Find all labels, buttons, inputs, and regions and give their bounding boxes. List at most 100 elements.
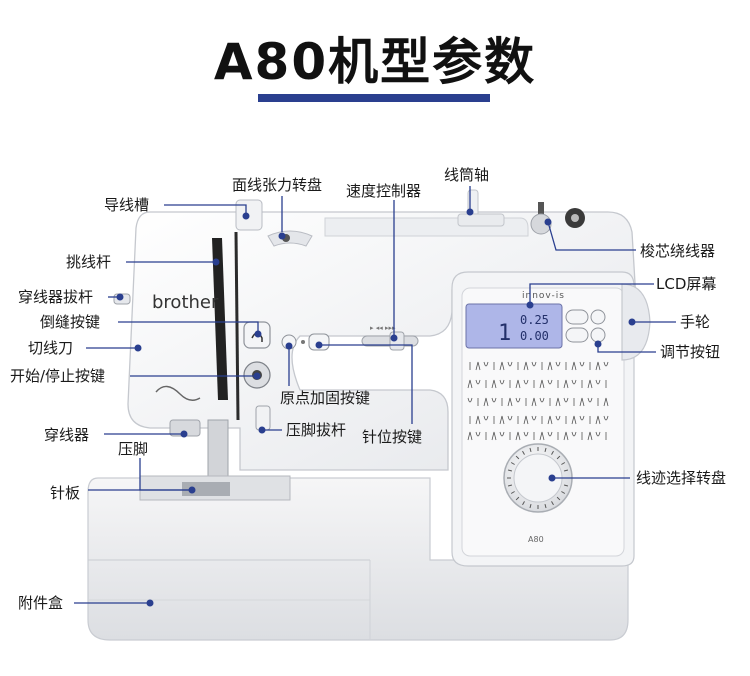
stitch-pattern-icon: [547, 415, 553, 425]
label-thread-guide-groove: 导线槽: [104, 196, 150, 214]
label-threader-lever: 穿线器拔杆: [18, 288, 94, 306]
stitch-pattern-icon: [587, 397, 593, 403]
stitch-pattern-icon: [595, 379, 601, 385]
stitch-pattern-icon: [595, 415, 601, 425]
stitch-pattern-icon: [595, 361, 601, 371]
label-stitch-selector-dial: 线迹选择转盘: [636, 469, 727, 487]
stitch-pattern-icon: [571, 379, 577, 385]
dial-tick: [507, 469, 513, 472]
stitch-pattern-icon: [539, 397, 545, 403]
dial-tick: [544, 447, 547, 453]
dial-tick: [510, 491, 515, 494]
label-thread-cutter: 切线刀: [28, 339, 74, 357]
stitch-pattern-icon: [467, 379, 473, 389]
lcd-length-value: 0.00: [520, 329, 549, 343]
dial-tick: [522, 450, 525, 455]
label-bobbin-winder: 梭芯绕线器: [640, 242, 716, 260]
stitch-pattern-icon: [507, 397, 513, 407]
label-upper-tension-dial: 面线张力转盘: [232, 176, 323, 194]
stitch-pattern-icon: [603, 415, 609, 421]
label-reinforcement-button: 原点加固按键: [280, 389, 371, 407]
stitch-pattern-icon: [523, 415, 529, 425]
stitch-pattern-icon: [579, 397, 585, 407]
stitch-pattern-icon: [499, 431, 505, 437]
stitch-pattern-icon: [595, 431, 601, 437]
label-presser-lever: 压脚拔杆: [286, 421, 347, 439]
dial-tick: [522, 501, 525, 506]
stitch-pattern-icon: [491, 379, 497, 389]
stitch-pattern-icon: [547, 379, 553, 385]
stitch-pattern-icon: [563, 379, 569, 389]
label-accessory-box: 附件盒: [18, 594, 64, 612]
stitch-pattern-icon: [499, 379, 505, 385]
panel-brand: innov-is: [522, 291, 565, 301]
dial-tick: [551, 450, 554, 455]
dial-tick: [507, 484, 513, 487]
label-reverse-button: 倒缝按键: [40, 313, 101, 331]
brand-logo: brother: [152, 292, 219, 313]
dial-tick: [529, 503, 532, 509]
stitch-pattern-icon: [523, 379, 529, 385]
dial-tick: [561, 491, 566, 494]
lcd-width-value: 0.25: [520, 313, 549, 327]
stitch-pattern-icon: [531, 397, 537, 407]
label-thread-take-up-lever: 挑线杆: [66, 253, 112, 271]
stitch-pattern-icon: [555, 361, 561, 367]
stitch-pattern-icon: [539, 379, 545, 389]
label-handwheel: 手轮: [680, 313, 711, 331]
stitch-pattern-icon: [587, 379, 593, 389]
stitch-pattern-icon: [467, 431, 473, 441]
label-lcd-screen: LCD屏幕: [656, 275, 717, 293]
stitch-pattern-icon: [587, 431, 593, 441]
stitch-pattern-icon: [579, 361, 585, 367]
label-needle-plate: 针板: [50, 484, 81, 502]
stitch-pattern-icon: [475, 361, 481, 371]
label-speed-controller: 速度控制器: [346, 182, 422, 200]
stitch-pattern-icon: [555, 397, 561, 407]
stitch-pattern-icon: [483, 415, 489, 421]
dial-tick: [556, 496, 561, 501]
stitch-pattern-icon: [491, 431, 497, 441]
label-needle-threader: 穿线器: [44, 426, 90, 444]
stitch-pattern-icon: [579, 415, 585, 421]
dial-tick: [515, 455, 520, 460]
lcd-stitch-number: 1: [498, 321, 511, 346]
stitch-pattern-icon: [475, 379, 481, 385]
stitch-pattern-icon: [475, 431, 481, 437]
stitch-pattern-icon: [523, 431, 529, 437]
stitch-pattern-icon: [563, 397, 569, 403]
stitch-pattern-icon: [507, 361, 513, 367]
stitch-pattern-icon: [515, 379, 521, 389]
stitch-pattern-icon: [515, 397, 521, 403]
dial-tick: [563, 469, 569, 472]
dial-tick: [544, 503, 547, 509]
label-spool-pin: 线筒轴: [444, 166, 490, 184]
stitch-pattern-icon: [499, 361, 505, 371]
dial-tick: [561, 462, 566, 465]
stitch-pattern-icon: [483, 361, 489, 367]
dial-tick: [529, 447, 532, 453]
page-title: A80机型参数: [213, 33, 537, 91]
label-adjust-buttons: 调节按钮: [660, 343, 721, 361]
label-start-stop-button: 开始/停止按键: [10, 367, 106, 385]
stitch-pattern-icon: [603, 397, 609, 407]
stitch-pattern-icon: [507, 415, 513, 421]
stitch-pattern-icon: [571, 361, 577, 371]
stitch-pattern-icon: [547, 361, 553, 371]
stitch-pattern-icon: [467, 397, 473, 403]
dial-tick: [551, 501, 554, 506]
stitch-pattern-icon: [571, 415, 577, 425]
stitch-pattern-icon: [571, 431, 577, 437]
label-presser-foot: 压脚: [118, 440, 149, 458]
stitch-pattern-icon: [531, 361, 537, 367]
lcd-display: [465, 303, 563, 349]
stitch-pattern-icon: [475, 415, 481, 425]
dial-tick: [515, 496, 520, 501]
stitch-pattern-icon: [563, 431, 569, 441]
stitch-pattern-icon: [523, 361, 529, 371]
title-underline: [258, 94, 490, 102]
stitch-pattern-icon: [499, 415, 505, 425]
stitch-pattern-icon: [539, 431, 545, 441]
dial-tick: [563, 484, 569, 487]
stitch-pattern-icon: [555, 415, 561, 421]
